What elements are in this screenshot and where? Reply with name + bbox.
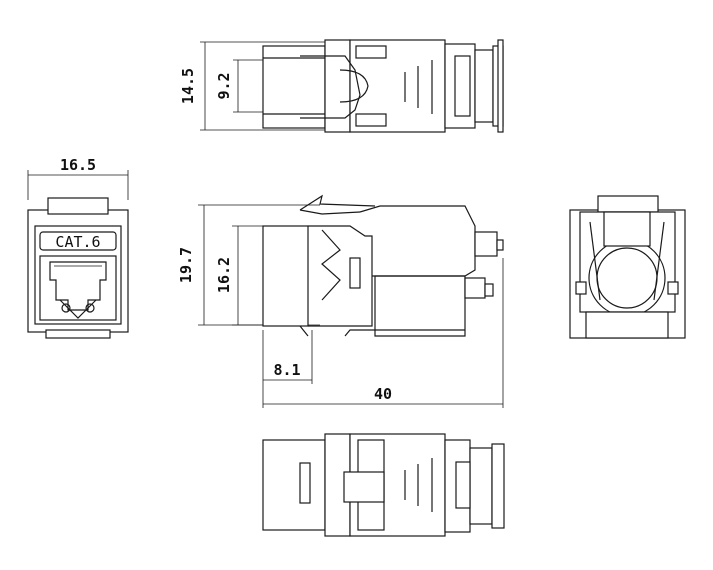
top-view-inner-height-label: 9.2 [215, 72, 233, 99]
side-view-height-label: 19.7 [177, 247, 195, 283]
back-view [569, 195, 686, 339]
cat6-label: CAT.6 [55, 233, 100, 251]
latch-offset-label: 8.1 [273, 361, 300, 379]
side-view-inner-height-label: 16.2 [215, 257, 233, 293]
bottom-view [262, 433, 505, 537]
length-label: 40 [374, 385, 392, 403]
front-view: 16.5 CAT.6 [27, 156, 129, 339]
side-view: 19.7 16.2 8.1 40 [177, 194, 504, 408]
front-view-width-label: 16.5 [60, 156, 96, 174]
top-view-height-label: 14.5 [179, 68, 197, 104]
top-view: 14.5 9.2 [179, 39, 504, 133]
